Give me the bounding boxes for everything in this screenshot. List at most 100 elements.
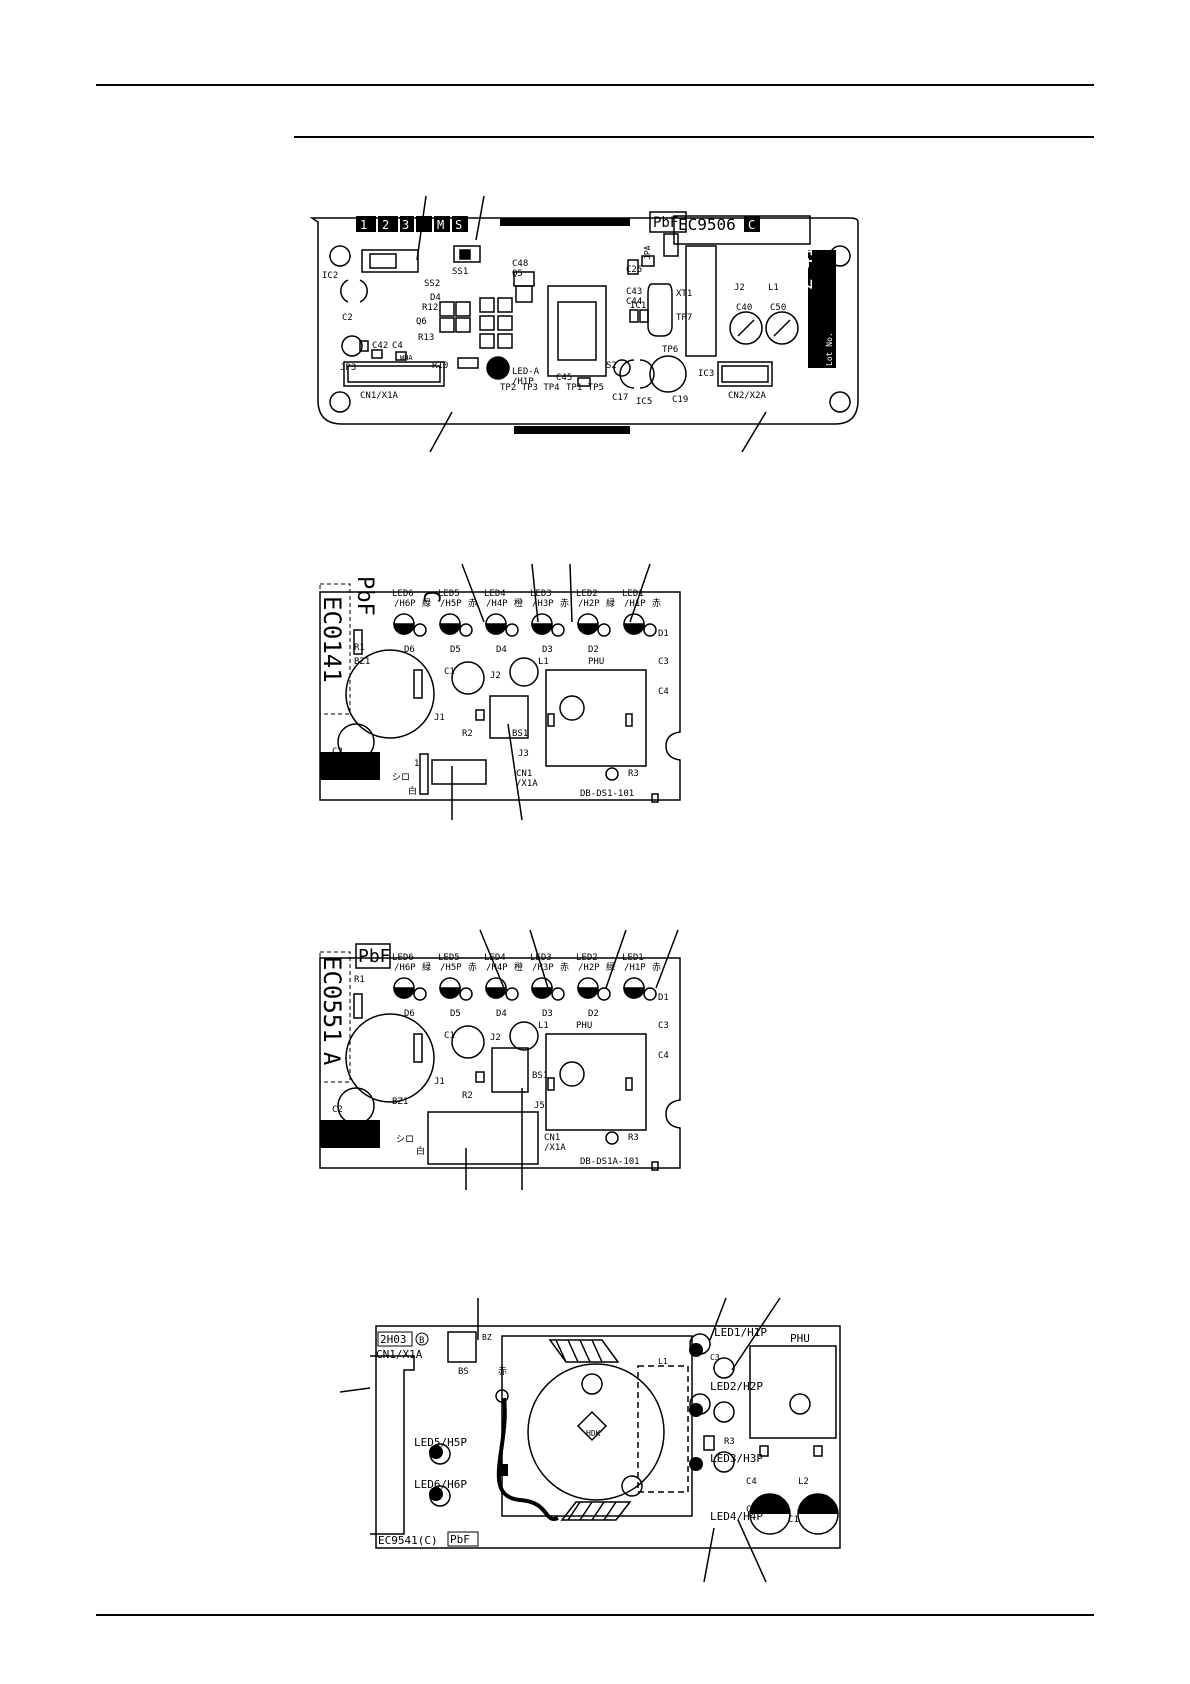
- board2-label-led2: LED2: [576, 589, 598, 599]
- board2-label-c2: C2: [332, 747, 343, 757]
- label-j2: J2: [734, 283, 745, 293]
- board1-led-a: [486, 356, 510, 380]
- board4-label-code-top-suffix: B: [419, 1336, 424, 1346]
- board2-label-j1: J1: [434, 713, 445, 723]
- board2-label-phu: PHU: [588, 657, 604, 667]
- board4-leader-line: [709, 1297, 727, 1341]
- board3-label-r2: R2: [462, 1091, 473, 1101]
- board3-label-cn1: CN1: [544, 1133, 560, 1143]
- board3-label-r3: R3: [628, 1133, 639, 1143]
- board2-label-h2p: /H2P: [578, 599, 600, 609]
- board2-label-led2-color: 緑: [606, 597, 615, 609]
- top-rule: [96, 84, 1094, 86]
- board4-label-led5: LED5/H5P: [414, 1436, 467, 1449]
- board3-buzzer: [345, 1013, 435, 1103]
- label-c48: C48: [512, 259, 528, 269]
- label-xt1: XT1: [676, 289, 692, 299]
- board4-leader-line: [737, 1519, 767, 1583]
- board2-label-haku: 白: [408, 785, 417, 797]
- board1-connector-cn2[interactable]: [717, 361, 773, 387]
- board3-label-shiro: シロ: [396, 1135, 414, 1145]
- board4-label-hdk: HDK: [586, 1429, 601, 1438]
- board4-speaker: [527, 1363, 665, 1501]
- board1-connector-cn1[interactable]: [343, 361, 445, 387]
- label-s2: S2: [606, 361, 617, 371]
- board3-pcb-diagram: EC0551 A PbF LED6 /H6P 緑 LED5 /H5P 赤 LED…: [318, 929, 681, 1190]
- board3-label-h5p: /H5P: [440, 963, 462, 973]
- label-c40: C40: [736, 303, 752, 313]
- board4-label-led6: LED6/H6P: [414, 1478, 467, 1491]
- board3-label-d6: D6: [404, 1009, 415, 1019]
- board1-pcb-diagram: 1 2 3 M S PbF EC9506 C Z 41 Lot No. DB-G…: [309, 195, 859, 453]
- board3-cn1[interactable]: [427, 1111, 539, 1165]
- label-board-code: EC9506: [678, 215, 736, 234]
- board2-label-d6: D6: [404, 645, 415, 655]
- label-c17: C17: [612, 393, 628, 403]
- board4-cn1[interactable]: [370, 1355, 415, 1535]
- board1-leader-line: [741, 411, 767, 453]
- board3-label-d3: D3: [542, 1009, 553, 1019]
- board2-outline: [319, 591, 681, 801]
- board2-label-c1: C1: [444, 667, 455, 677]
- board1-mount-hole: [829, 391, 851, 413]
- board4-label-bz: BZ: [482, 1333, 492, 1342]
- label-q5: Q5: [512, 269, 523, 279]
- label-r12: R12: [422, 303, 438, 313]
- board2-led4: [485, 623, 507, 635]
- label-ic2: IC2: [322, 271, 338, 281]
- board3-label-j2: J2: [490, 1033, 501, 1043]
- board3-label-d5: D5: [450, 1009, 461, 1019]
- board3-led5: [439, 987, 461, 999]
- board2-label-d3: D3: [542, 645, 553, 655]
- board3-label-c2: C2: [332, 1105, 343, 1115]
- board2-label-h3p: /H3P: [532, 599, 554, 609]
- label-c4: C4: [392, 341, 403, 351]
- board4-pcb-diagram: 2H03 B CN1/X1A BZ BS 赤 HDK LED5/H5P LED6…: [340, 1297, 841, 1583]
- board4-label-c2: C2: [746, 1505, 757, 1515]
- board3-label-code: EC0551: [318, 956, 346, 1043]
- board2-label-h1p: /H1P: [624, 599, 646, 609]
- board2-label-led6: LED6: [392, 589, 414, 599]
- board2-cn1[interactable]: [431, 759, 487, 785]
- board2-label-bz1: BZ1: [354, 657, 370, 667]
- board3-label-led3: LED3: [530, 953, 552, 963]
- board3-label-bs1: BS1: [532, 1071, 548, 1081]
- label-tp7: TP7: [676, 313, 692, 323]
- board2-label-led5-color: 赤: [468, 598, 477, 609]
- board2-label-led3: LED3: [530, 589, 552, 599]
- board4-label-code-top: 2H03: [380, 1333, 407, 1346]
- board2-label-cn1: CN1: [516, 769, 532, 779]
- board1-switch-ss2[interactable]: [361, 249, 419, 273]
- board2-leader-line: [629, 563, 651, 623]
- board2-phu: [545, 669, 647, 767]
- board4-leader-line: [731, 1297, 781, 1371]
- board4-label-led1: LED1/H1P: [714, 1326, 767, 1339]
- board1-switch-ss1[interactable]: [453, 245, 481, 263]
- board3-label-c4: C4: [658, 1051, 669, 1061]
- board3-leader-line: [655, 929, 679, 989]
- board2-label-led4: LED4: [484, 589, 506, 599]
- board4-label-led2: LED2/H2P: [710, 1380, 763, 1393]
- board2-bs1[interactable]: [489, 695, 529, 739]
- board4-label-led4: LED4/H4P: [710, 1510, 763, 1523]
- board2-led5: [439, 623, 461, 635]
- board2-led6: [393, 623, 415, 635]
- label-c25: C25: [626, 265, 642, 275]
- label-r13: R13: [418, 333, 434, 343]
- board1-leader-line: [429, 411, 453, 453]
- label-tp6: TP6: [662, 345, 678, 355]
- board2-label-d1: D1: [658, 629, 669, 639]
- board2-label-r3: R3: [628, 769, 639, 779]
- board3-label-h2p: /H2P: [578, 963, 600, 973]
- board3-label-led1-color: 赤: [652, 962, 661, 973]
- board3-label-phu: PHU: [576, 1021, 592, 1031]
- board3-label-led6: LED6: [392, 953, 414, 963]
- board3-label-db: DB-DS1A-101: [580, 1157, 640, 1167]
- board4-label-aka: 赤: [498, 1366, 507, 1377]
- board4-label-pbf: PbF: [450, 1533, 470, 1546]
- board3-label-j1: J1: [434, 1077, 445, 1087]
- label-tp-row2: TP1 TP5: [566, 383, 604, 393]
- board3-label-led4-color: 橙: [514, 961, 523, 973]
- board3-bs1[interactable]: [491, 1047, 529, 1093]
- board2-led3: [531, 623, 553, 635]
